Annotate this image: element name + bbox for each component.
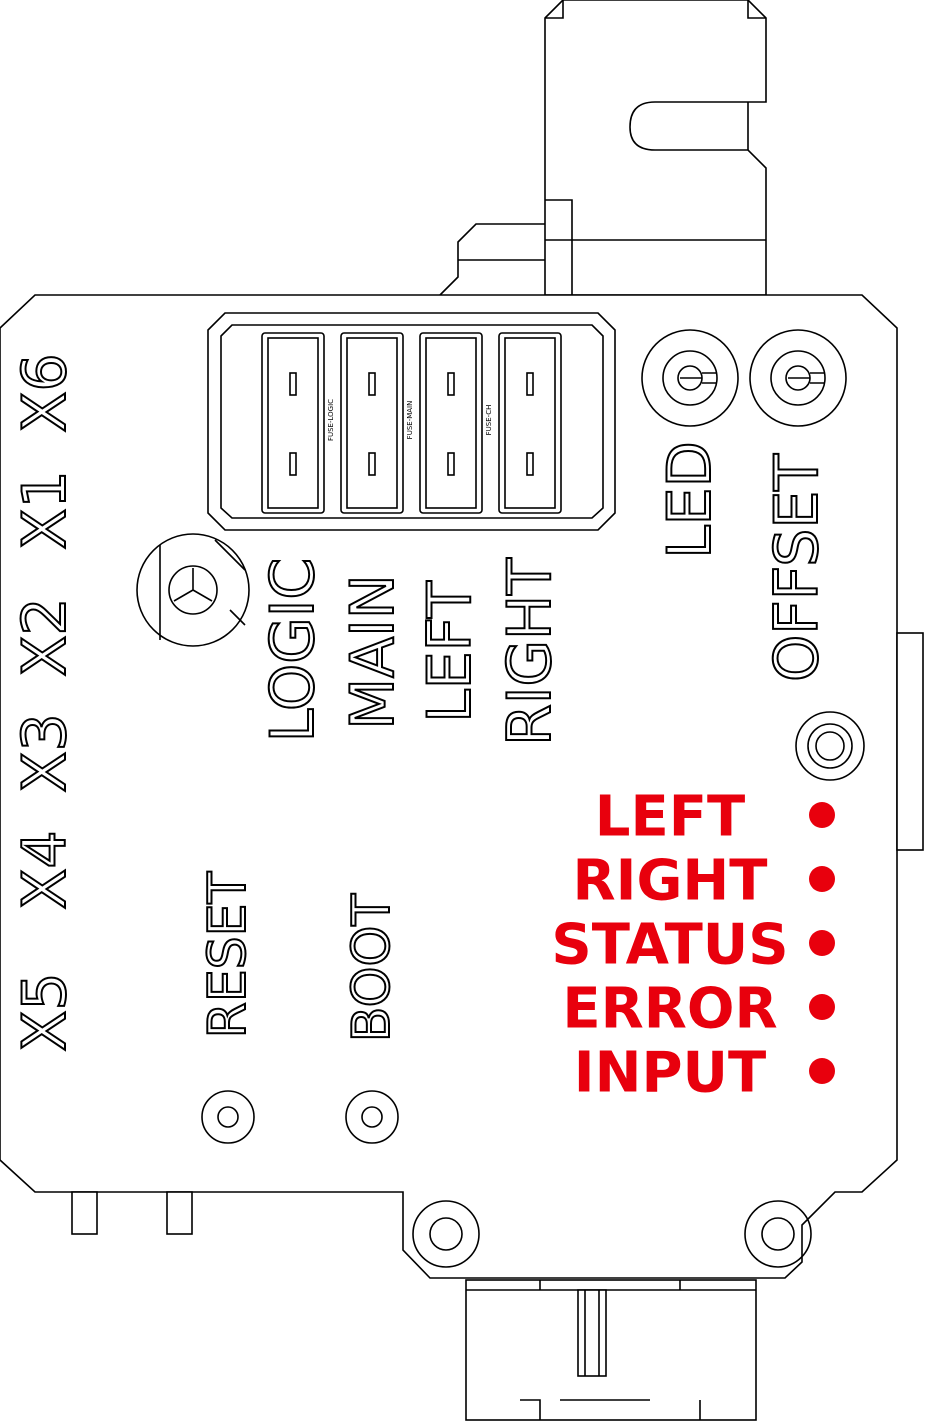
boot-button[interactable]: [345, 1090, 399, 1144]
fuse-label-main: MAIN: [338, 574, 408, 729]
indicator-label-error: ERROR: [562, 977, 777, 1042]
indicator-led-icon: [809, 994, 835, 1020]
connector-label: X3: [10, 713, 80, 792]
pin: [166, 1191, 193, 1235]
indicator-led-icon: [809, 1058, 835, 1084]
indicator-led-icon: [809, 930, 835, 956]
fuse-label-logic: LOGIC: [258, 558, 328, 743]
trimmer-label-led: LED: [655, 441, 725, 559]
indicator-label-input: INPUT: [574, 1041, 766, 1106]
indicator-led-icon: [809, 866, 835, 892]
indicator-label-left: LEFT: [595, 785, 745, 850]
mounting-hole-icon: [744, 1200, 812, 1268]
board-outline: [0, 294, 898, 1279]
reset-button[interactable]: [201, 1090, 255, 1144]
fuse-holder: [207, 312, 616, 531]
mounting-hole-icon: [412, 1200, 480, 1268]
fuse[interactable]: [498, 332, 562, 514]
fuse[interactable]: FUSE-CH: [419, 332, 493, 514]
fuse-silkscreen-label: FUSE-MAIN: [406, 401, 414, 440]
connector-label: X2: [10, 597, 80, 676]
led-trimmer-icon[interactable]: [641, 329, 739, 427]
connector-label: X6: [10, 353, 80, 432]
mounting-hole-icon: [795, 711, 865, 781]
connector-label: X1: [10, 470, 80, 549]
fuse[interactable]: FUSE-LOGIC: [261, 332, 335, 514]
connector-label: X5: [10, 972, 80, 1051]
offset-trimmer-icon[interactable]: [749, 329, 847, 427]
fuse-silkscreen-label: FUSE-LOGIC: [327, 399, 335, 441]
button-label-reset: RESET: [198, 871, 258, 1038]
side-tab: [896, 632, 924, 851]
button-label-boot: BOOT: [342, 894, 402, 1043]
connector-label: X4: [10, 830, 80, 909]
indicator-label-right: RIGHT: [573, 849, 768, 914]
fuse-label-right: RIGHT: [495, 558, 565, 746]
fuse-silkscreen-label: FUSE-CH: [485, 405, 493, 436]
top-bracket: [439, 0, 767, 296]
fuse-label-left: LEFT: [415, 581, 485, 723]
indicator-led-icon: [809, 802, 835, 828]
pin: [71, 1191, 98, 1235]
bottom-connector: [465, 1279, 757, 1421]
indicator-label-status: STATUS: [551, 913, 788, 978]
trimmer-label-offset: OFFSET: [762, 454, 832, 682]
fuse[interactable]: FUSE-MAIN: [340, 332, 414, 514]
fan-icon: [136, 533, 250, 647]
